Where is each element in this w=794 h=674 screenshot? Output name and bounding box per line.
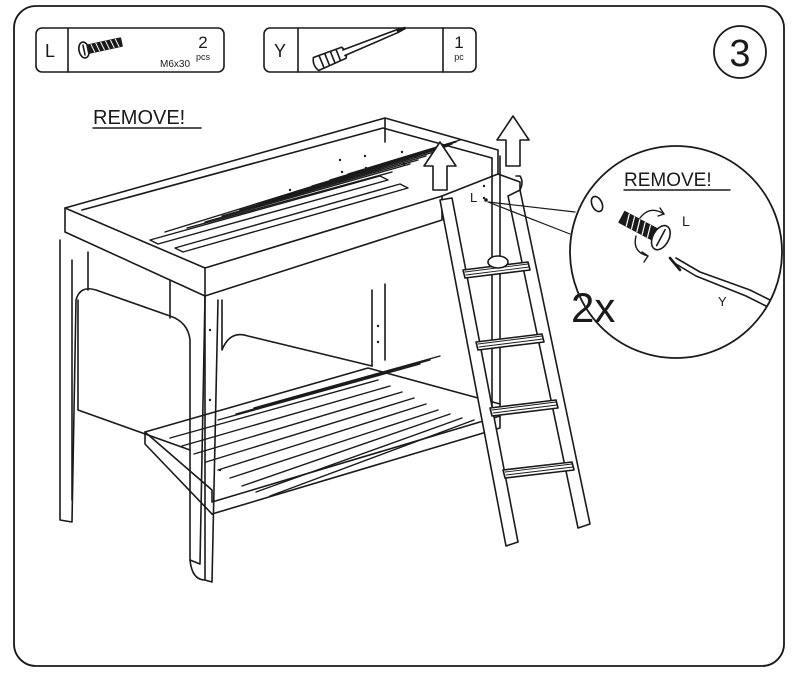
ladder-right-rail — [507, 189, 591, 529]
ladder-rungs — [462, 261, 575, 479]
detail-tool-label: Y — [718, 294, 727, 309]
part-l-letter: L — [45, 41, 55, 61]
detail-callout: REMOVE! L Y 2x — [569, 145, 783, 359]
bed-part-label: L — [470, 190, 477, 205]
part-l-unit: pcs — [196, 52, 211, 62]
front-post — [204, 295, 219, 583]
hole-marker — [484, 198, 488, 202]
lower-bed-frame — [144, 367, 501, 503]
detail-screw-icon — [618, 210, 671, 251]
part-y-count: 1 — [454, 33, 463, 52]
step-badge: 3 — [713, 25, 767, 79]
lift-arrow-right — [496, 115, 530, 167]
part-l-size: M6x30 — [160, 59, 190, 70]
back-upper-rail — [64, 117, 499, 209]
detail-instruction: REMOVE! — [624, 170, 712, 191]
part-y-letter: Y — [274, 41, 286, 61]
detail-part-label: L — [682, 213, 690, 229]
lift-arrow-left — [423, 141, 457, 191]
ladder — [439, 175, 591, 547]
part-box-y: Y 1 pc — [263, 26, 477, 73]
rear-post — [371, 283, 386, 367]
upper-slats — [149, 139, 461, 253]
part-l-count: 2 — [198, 33, 207, 52]
part-y-unit: pc — [454, 52, 464, 62]
screwdriver-icon — [312, 26, 406, 72]
bunk-bed — [59, 117, 521, 583]
left-end-panel — [59, 239, 206, 565]
rotation-arrow-icon — [634, 209, 665, 257]
part-box-l: L M6x30 2 pcs — [35, 27, 225, 73]
screw-holes — [208, 150, 486, 472]
page-frame — [13, 5, 785, 667]
screw-icon — [78, 37, 123, 59]
detail-multiplier: 2x — [571, 284, 615, 331]
ladder-left-rail — [439, 197, 519, 547]
detail-screwdriver-icon — [668, 256, 771, 307]
lower-slats — [169, 355, 475, 497]
step-number: 3 — [729, 33, 750, 75]
callout-leader — [487, 201, 576, 235]
instruction-heading: REMOVE! — [93, 107, 185, 129]
detail-hole-icon — [590, 195, 604, 213]
